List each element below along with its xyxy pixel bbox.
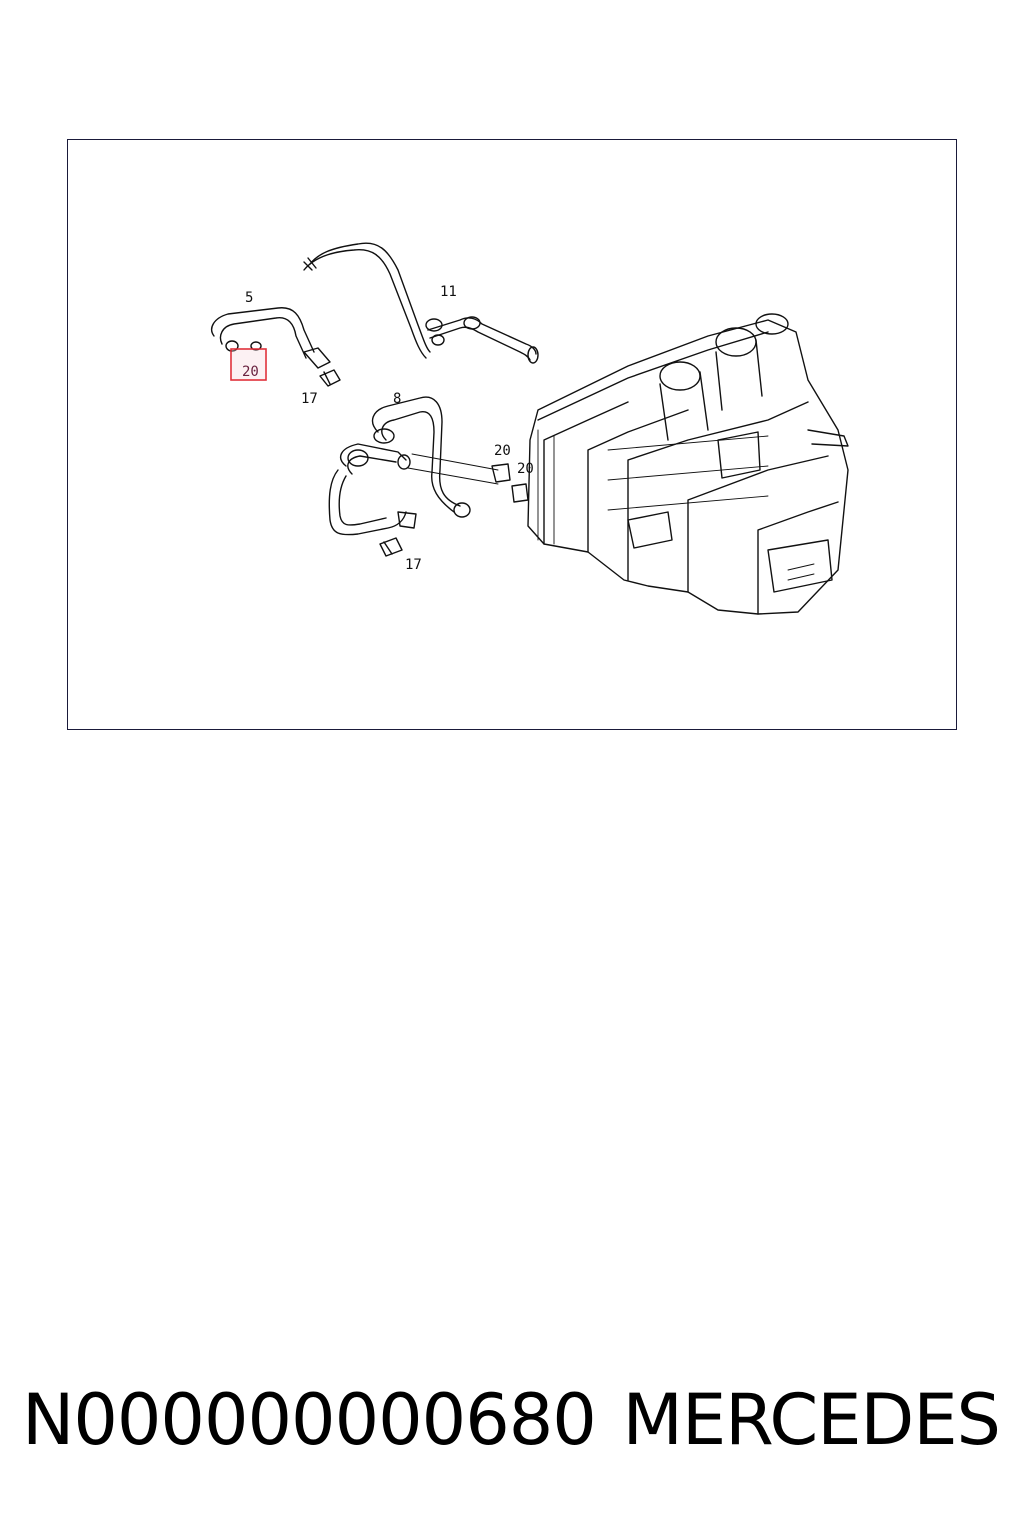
callout-8[interactable]: 8 <box>393 391 401 407</box>
footer: N000000000680 MERCEDES <box>0 1380 1024 1470</box>
callout-20-right[interactable]: 20 <box>517 461 534 477</box>
part-number: N000000000680 <box>22 1379 597 1461</box>
hose-5[interactable] <box>210 307 331 369</box>
callout-17-lower[interactable]: 17 <box>405 557 422 573</box>
hose-11[interactable] <box>303 242 539 364</box>
parts-diagram: 5 11 20 17 8 20 20 17 <box>210 242 849 615</box>
callout-17-upper[interactable]: 17 <box>301 391 318 407</box>
callout-20-mid[interactable]: 20 <box>494 443 511 459</box>
hose-8[interactable] <box>328 396 471 536</box>
diagram-frame: 5 11 20 17 8 20 20 17 <box>67 139 957 730</box>
brand-name: MERCEDES <box>622 1379 1001 1461</box>
clip-17-upper[interactable] <box>319 369 341 387</box>
callout-11[interactable]: 11 <box>440 284 457 300</box>
heater-box[interactable] <box>527 313 849 615</box>
callout-5[interactable]: 5 <box>245 290 253 306</box>
highlight-box[interactable] <box>230 348 267 381</box>
callout-20-highlighted[interactable]: 20 <box>242 364 259 380</box>
clip-17-lower[interactable] <box>379 537 403 557</box>
